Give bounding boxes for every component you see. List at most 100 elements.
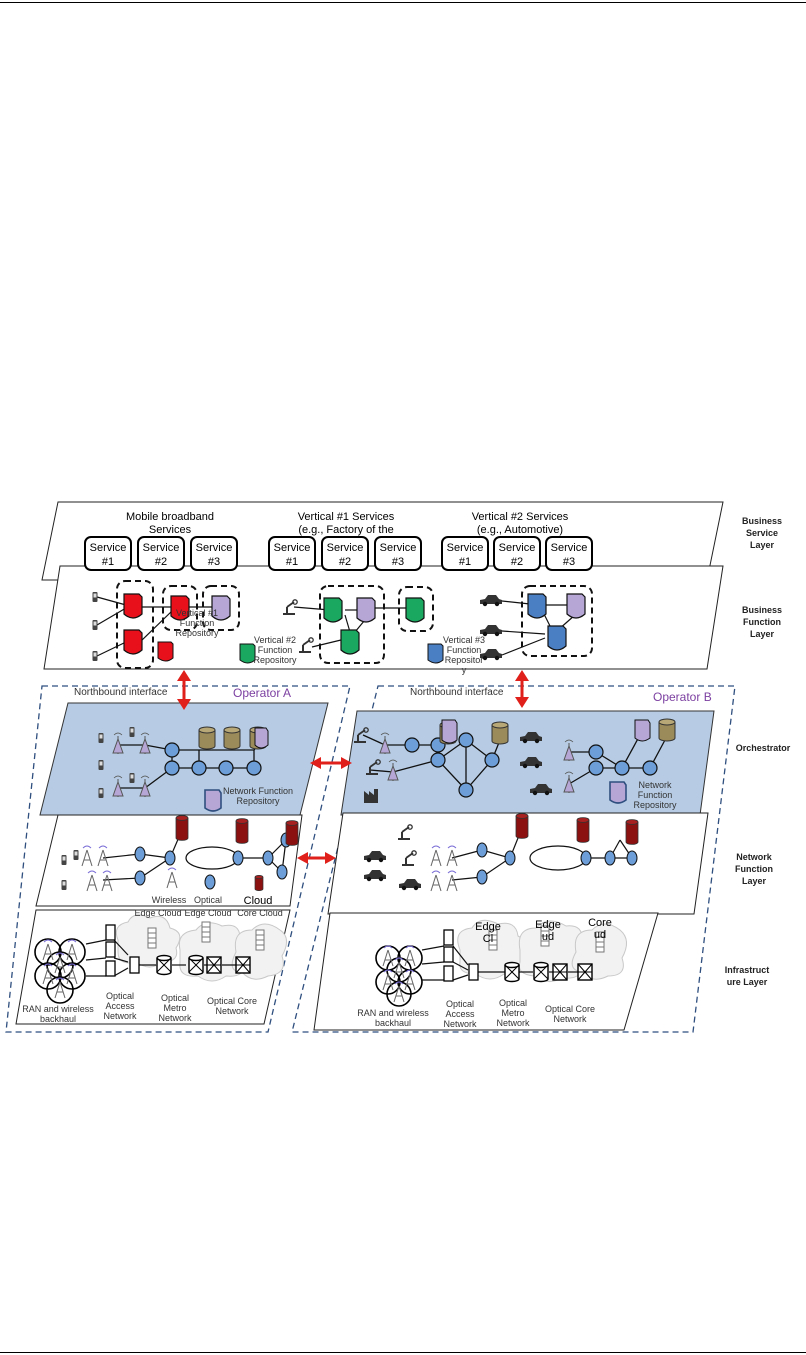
core-cloud-label: Core Cloud — [237, 908, 283, 918]
group-title: Mobile broadband — [126, 511, 214, 523]
service-box[interactable]: Service #1 — [84, 536, 132, 571]
service-box[interactable]: Service #3 — [374, 536, 422, 571]
vnf-blue[interactable] — [547, 625, 567, 651]
edge-cloud-label: Cl — [483, 933, 493, 945]
vnf-lavender-icon — [254, 727, 269, 749]
optical-access-label: Access — [105, 1001, 135, 1011]
phone-icon — [92, 651, 98, 661]
svg-text:Business: Business — [742, 605, 782, 615]
svg-text:Function: Function — [447, 645, 482, 655]
cloud-vnf-icon — [235, 818, 249, 844]
phone-icon — [92, 592, 98, 602]
service-box[interactable]: Service #1 — [441, 536, 489, 571]
service-box[interactable]: Service #1 — [268, 536, 316, 571]
service-box[interactable]: Service #2 — [321, 536, 369, 571]
vnf-red[interactable] — [123, 593, 143, 619]
vnf-blue[interactable] — [527, 593, 547, 619]
operator-b-frame — [291, 685, 736, 1033]
svg-text:Service: Service — [143, 542, 180, 554]
function-chain-boxes — [116, 580, 593, 669]
group-subtitle: (e.g., Factory of the — [298, 524, 393, 536]
vnf-green[interactable] — [323, 597, 343, 623]
group-subtitle: (e.g., Automotive) — [477, 524, 563, 536]
business-service-layer-label: Business Service Layer — [742, 516, 782, 550]
svg-text:Service: Service — [90, 542, 127, 554]
phone-icon — [98, 733, 104, 743]
optical-metro-label: Metro — [501, 1008, 524, 1018]
optical-access-label: Network — [103, 1011, 137, 1021]
edge-server-rack-icon — [147, 927, 157, 949]
optical-access-label: Network — [443, 1019, 477, 1029]
metro-node-b — [533, 961, 549, 983]
svg-text:Function: Function — [735, 864, 773, 874]
svg-text:Repositor: Repositor — [445, 655, 484, 665]
phone-icon — [98, 760, 104, 770]
svg-text:#3: #3 — [392, 556, 404, 568]
svg-text:Service: Service — [551, 542, 588, 554]
edge-cloud-label: ud — [542, 931, 554, 943]
svg-text:#1: #1 — [102, 556, 114, 568]
network-function-a-nodes — [134, 832, 292, 890]
orchestrator-plane-a — [39, 702, 329, 816]
optical-access-label: Access — [445, 1009, 475, 1019]
service-box[interactable]: Service #3 — [545, 536, 593, 571]
vnf-green[interactable] — [340, 629, 360, 655]
svg-text:Service: Service — [447, 542, 484, 554]
edge-cloud-label: Edge — [475, 921, 501, 933]
operator-a-label: Operator A — [233, 686, 291, 700]
cloud-vnf-icon — [625, 819, 639, 845]
network-function-layer-label: Network Function Layer — [735, 852, 773, 886]
svg-text:Function: Function — [743, 617, 781, 627]
ran-label: RAN and wireless — [22, 1004, 94, 1014]
svg-text:y: y — [462, 665, 467, 675]
svg-text:Service: Service — [380, 542, 417, 554]
bottom-rule — [0, 1352, 806, 1353]
service-box[interactable]: Service #2 — [137, 536, 185, 571]
phone-icon — [129, 727, 135, 737]
svg-text:ure Layer: ure Layer — [727, 977, 768, 987]
svg-text:Service: Service — [746, 528, 778, 538]
svg-text:Service: Service — [327, 542, 364, 554]
svg-text:Vertical #3: Vertical #3 — [443, 635, 485, 645]
core-router-icon — [577, 963, 593, 981]
orchestrator-b-nodes — [404, 732, 658, 798]
vnf-red[interactable] — [170, 595, 190, 621]
svg-text:Function: Function — [180, 618, 215, 628]
vnf-lavender[interactable] — [566, 593, 586, 619]
optical-metro-label: Network — [158, 1013, 192, 1023]
svg-text:Vertical #2: Vertical #2 — [254, 635, 296, 645]
core-router-icon — [552, 963, 568, 981]
svg-text:Infrastruct: Infrastruct — [725, 965, 770, 975]
vnf-lavender[interactable] — [356, 597, 376, 623]
optical-metro-label: Optical — [499, 998, 527, 1008]
optical-core-label: Optical Core — [207, 996, 257, 1006]
core-router-icon — [206, 956, 222, 974]
orchestrator-peering-arrow — [310, 757, 352, 769]
service-box[interactable]: Service #2 — [493, 536, 541, 571]
vnf-lavender-icon — [634, 719, 651, 742]
svg-text:#2: #2 — [155, 556, 167, 568]
network-function-peering-arrow — [297, 852, 336, 864]
orchestrator-layer-label: Orchestrator — [736, 743, 791, 753]
metro-node-a — [188, 954, 204, 976]
vnf-lavender[interactable] — [211, 595, 231, 621]
datacenter-icon — [223, 726, 241, 750]
svg-text:#1: #1 — [459, 556, 471, 568]
phone-icon — [129, 773, 135, 783]
metro-node-b — [504, 961, 520, 983]
legend-cloud-label: Cloud — [244, 895, 273, 907]
service-box[interactable]: Service #3 — [190, 536, 238, 571]
mobile-broadband-group: Mobile broadband Services — [126, 511, 214, 536]
group-subtitle: Services — [149, 524, 192, 536]
optical-metro-label: Network — [496, 1018, 530, 1028]
optical-access-nodes-a — [105, 924, 140, 977]
optical-metro-label: Metro — [163, 1003, 186, 1013]
optical-core-label: Network — [553, 1014, 587, 1024]
optical-access-label: Optical — [446, 999, 474, 1009]
network-function-repository-label-b: Repository — [633, 800, 677, 810]
core-cloud-label: ud — [594, 929, 606, 941]
vnf-red[interactable] — [123, 629, 143, 655]
svg-text:Network: Network — [736, 852, 773, 862]
vnf-green[interactable] — [405, 597, 425, 623]
